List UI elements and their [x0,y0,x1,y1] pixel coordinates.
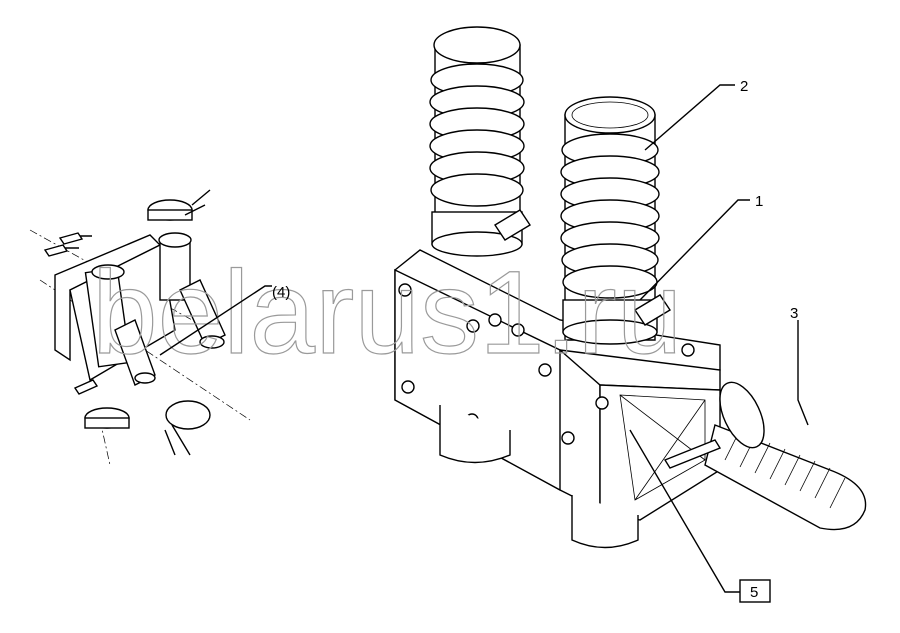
hose-ribs-right [560,133,660,299]
watermark: belarus1.ru [92,247,682,379]
callout-3: 3 [790,305,809,426]
callout-4: (4) [159,284,290,356]
valve-housing [394,249,721,549]
callout-label-2: 2 [740,78,748,95]
callout-5: 5 [629,429,771,603]
callout-1: 1 [639,193,763,301]
hose-left [429,26,531,257]
hose-right [560,96,671,345]
hose-ribs-left [429,63,525,207]
callout-label-5: 5 [750,584,758,601]
callout-label-4: (4) [272,284,290,301]
exploded-assembly [29,189,251,466]
callout-label-3: 3 [790,305,798,322]
callout-2: 2 [644,78,748,151]
hose-side [663,381,867,531]
callout-label-1: 1 [755,193,763,210]
